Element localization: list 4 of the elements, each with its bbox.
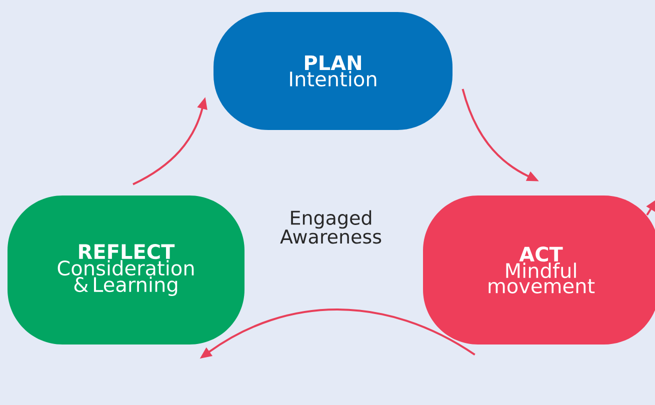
process-box: ACT Mindful movement: [423, 196, 655, 344]
center-text: Engaged Awareness: [280, 210, 382, 244]
process-box: PLAN Intention: [214, 12, 452, 130]
process-box: REFLECT Consideration & Learning: [8, 196, 244, 344]
